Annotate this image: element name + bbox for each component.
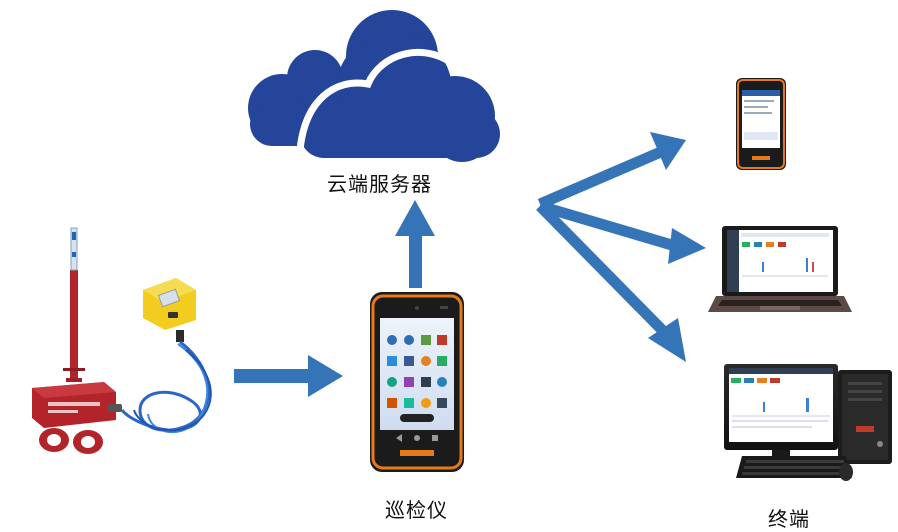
terminal-label: 终端 (768, 507, 810, 531)
blue-cable (120, 340, 211, 432)
terminal-desktop (724, 364, 892, 481)
red-rod (70, 270, 78, 380)
inspector-device (370, 292, 464, 472)
yellow-sensor (143, 278, 196, 342)
inspector-label: 巡检仪 (385, 498, 448, 522)
app-icons (387, 335, 447, 408)
sensor-device (32, 227, 212, 454)
clamp-rings (39, 428, 103, 454)
cloud-server-label: 云端服务器 (327, 172, 432, 196)
arrows-to-terminals (536, 132, 706, 362)
terminal-laptop (708, 226, 852, 312)
terminal-phone (736, 78, 786, 170)
arrow-to-cloud (395, 200, 435, 288)
arrow-to-inspector (234, 355, 343, 397)
cloud-server-icon (248, 10, 500, 162)
